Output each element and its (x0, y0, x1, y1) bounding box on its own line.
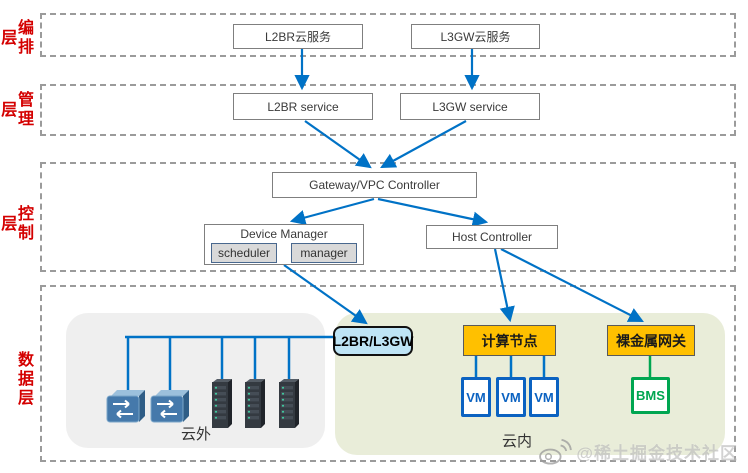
node-scheduler: scheduler (211, 243, 277, 263)
layer-label-data: 数据层 (15, 350, 32, 408)
device-manager-title: Device Manager (240, 227, 328, 241)
layer-label-orchestration: 编排层 (0, 19, 32, 57)
server-rack-icon (245, 379, 265, 428)
node-l2br-service: L2BR service (233, 93, 373, 120)
node-baremetal-gateway: 裸金属网关 (607, 325, 695, 356)
node-l2br-l3gw: L2BR/L3GW (333, 326, 413, 356)
orchestration-layer-box (40, 13, 736, 57)
node-vm-1: VM (461, 377, 491, 417)
node-host-controller: Host Controller (426, 225, 558, 249)
node-l3gw-service: L3GW service (400, 93, 540, 120)
server-rack-icon (279, 379, 299, 428)
node-compute: 计算节点 (463, 325, 556, 356)
node-device-manager: Device Manager scheduler manager (204, 224, 364, 265)
network-switch-icon (106, 390, 145, 423)
node-manager: manager (291, 243, 357, 263)
node-gateway-vpc-controller: Gateway/VPC Controller (272, 172, 477, 198)
layer-label-management: 管理层 (0, 91, 32, 129)
node-vm-2: VM (496, 377, 526, 417)
server-rack-icon (212, 379, 232, 428)
network-switch-icon (150, 390, 189, 423)
inside-cloud-label: 云内 (502, 433, 533, 450)
weibo-doodle-icon (539, 438, 573, 465)
node-l3gw-cloud-service: L3GW云服务 (411, 24, 540, 49)
watermark-text: @稀土掘金技术社区 (576, 443, 738, 463)
layer-label-control: 控制层 (0, 205, 32, 243)
node-vm-3: VM (529, 377, 559, 417)
node-l2br-cloud-service: L2BR云服务 (233, 24, 363, 49)
outside-cloud-label: 云外 (181, 426, 212, 443)
watermark: @稀土掘金技术社区 (538, 437, 738, 465)
management-layer-box (40, 84, 736, 136)
data-layer-box (40, 285, 736, 462)
device-manager-subnodes: scheduler manager (211, 243, 357, 263)
node-bms: BMS (631, 377, 670, 414)
